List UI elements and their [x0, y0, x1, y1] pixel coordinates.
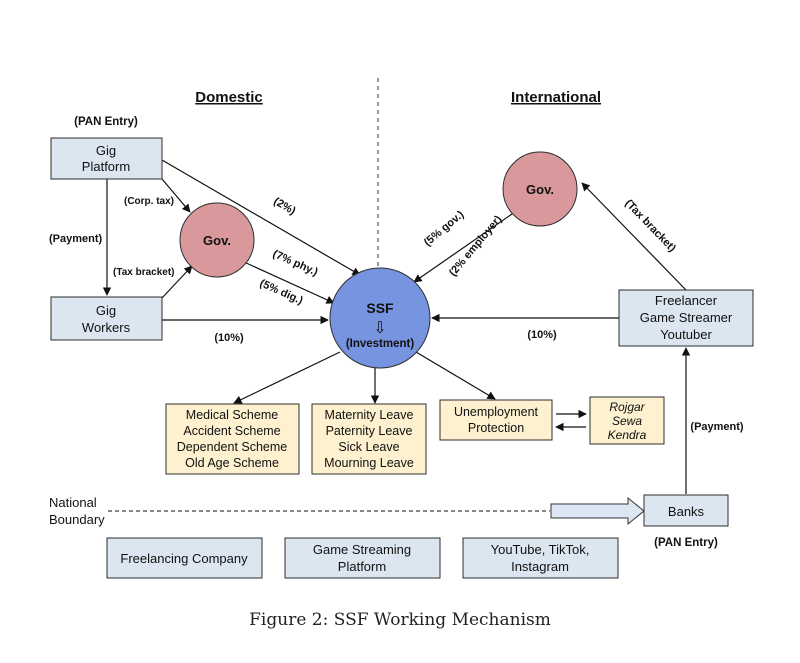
- edge-label-ten-right: (10%): [527, 329, 557, 341]
- heading-international: International: [511, 89, 601, 106]
- edge-label-seven-pct: (7% phy.): [271, 248, 320, 279]
- edge-label-payment-left: (Payment): [49, 233, 103, 245]
- national-boundary-line-1: National: [49, 495, 97, 510]
- edge-label-ten-left: (10%): [214, 332, 244, 344]
- rojgar-line-1: Rojgar: [609, 400, 645, 414]
- unemployment-line-1: Unemployment: [454, 405, 539, 419]
- arrow-gov-intl-to-ssf: [413, 213, 513, 283]
- youtube-line-2: Instagram: [511, 559, 569, 574]
- arrow-workers-to-gov: [161, 265, 193, 299]
- medical-line-4: Old Age Scheme: [185, 456, 279, 470]
- unemployment-node: Unemployment Protection: [439, 399, 553, 441]
- maternity-line-2: Paternity Leave: [326, 424, 413, 438]
- edge-label-tax-bracket-left: (Tax bracket): [113, 267, 175, 278]
- medical-line-1: Medical Scheme: [186, 408, 278, 422]
- medical-scheme-node: Medical Scheme Accident Scheme Dependent…: [165, 403, 300, 475]
- ssf-subtitle: (Investment): [346, 338, 415, 350]
- freelancer-line-3: Youtuber: [660, 327, 712, 342]
- pan-entry-top-label: (PAN Entry): [74, 116, 138, 128]
- edge-label-payment-right: (Payment): [690, 421, 744, 433]
- arrow-freelancer-to-gov: [581, 182, 687, 291]
- edge-label-two-pct: (2%): [271, 195, 297, 217]
- connector-arrows: [102, 159, 691, 494]
- maternity-line-4: Mourning Leave: [324, 456, 414, 470]
- game-streaming-node: Game Streaming Platform: [284, 537, 441, 579]
- rojgar-line-2: Sewa: [612, 414, 642, 428]
- arrow-ssf-to-unemployment: [415, 351, 496, 400]
- pan-entry-bottom-label: (PAN Entry): [654, 537, 718, 549]
- maternity-line-1: Maternity Leave: [325, 408, 414, 422]
- game-streaming-line-2: Platform: [338, 559, 386, 574]
- medical-line-3: Dependent Scheme: [177, 440, 288, 454]
- gig-workers-line-1: Gig: [96, 303, 116, 318]
- gig-platform-line-1: Gig: [96, 143, 116, 158]
- figure-caption: Figure 2: SSF Working Mechanism: [249, 610, 551, 630]
- freelancing-company-node: Freelancing Company: [106, 537, 263, 579]
- edge-label-five-dig: (5% dig.): [258, 277, 305, 307]
- gig-workers-line-2: Workers: [82, 320, 131, 335]
- freelancer-node: Freelancer Game Streamer Youtuber: [618, 289, 754, 347]
- gig-platform-node: Gig Platform: [50, 137, 163, 180]
- arrow-gov-to-ssf: [243, 261, 335, 304]
- boundary-block-arrow: [550, 496, 645, 526]
- gov-international-node: Gov.: [502, 151, 578, 227]
- gov-domestic-node: Gov.: [179, 202, 255, 278]
- edge-label-corp-tax: (Corp. tax): [124, 196, 174, 207]
- maternity-leave-node: Maternity Leave Paternity Leave Sick Lea…: [311, 403, 427, 475]
- down-arrow-icon: ⇩: [373, 320, 386, 337]
- gig-platform-line-2: Platform: [82, 159, 130, 174]
- banks-node: Banks: [643, 494, 729, 527]
- medical-line-2: Accident Scheme: [183, 424, 280, 438]
- ssf-node: SSF ⇩ (Investment): [329, 267, 431, 369]
- banks-label: Banks: [668, 504, 705, 519]
- rojgar-sewa-kendra-node: Rojgar Sewa Kendra: [589, 396, 665, 445]
- gov-domestic-label: Gov.: [203, 233, 231, 248]
- game-streaming-line-1: Game Streaming: [313, 542, 411, 557]
- freelancer-line-1: Freelancer: [655, 293, 718, 308]
- maternity-line-3: Sick Leave: [338, 440, 399, 454]
- national-boundary-line-2: Boundary: [49, 512, 105, 527]
- youtube-line-1: YouTube, TikTok,: [491, 542, 590, 557]
- arrow-platform-to-gov: [161, 178, 191, 213]
- rojgar-line-3: Kendra: [608, 428, 647, 442]
- unemployment-line-2: Protection: [468, 421, 524, 435]
- arrow-platform-to-ssf: [161, 159, 361, 276]
- edge-label-tax-bracket-right: (Tax bracket): [622, 197, 678, 254]
- gig-workers-node: Gig Workers: [50, 296, 163, 341]
- edge-label-five-gov: (5% gov.): [422, 208, 467, 248]
- arrow-ssf-to-medical: [233, 351, 341, 404]
- heading-domestic: Domestic: [195, 89, 263, 106]
- ssf-title: SSF: [366, 300, 394, 316]
- youtube-node: YouTube, TikTok, Instagram: [462, 537, 619, 579]
- freelancer-line-2: Game Streamer: [640, 310, 733, 325]
- gov-international-label: Gov.: [526, 182, 554, 197]
- freelancing-company-label: Freelancing Company: [120, 551, 248, 566]
